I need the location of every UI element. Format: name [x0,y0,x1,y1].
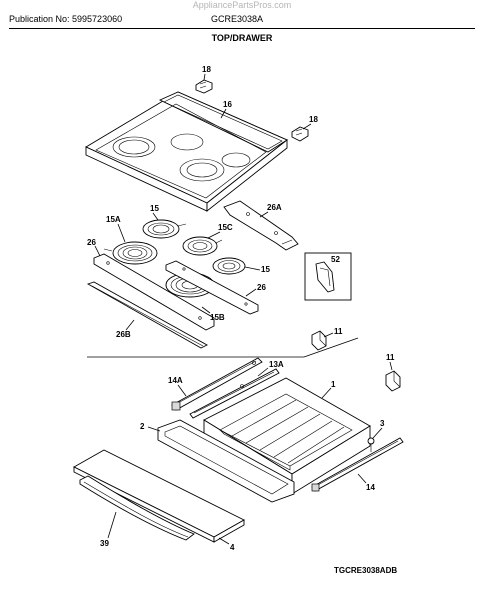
callout-16: 16 [223,100,232,109]
part-39-handle[interactable] [79,475,195,541]
publication-number: Publication No: 5995723060 [9,14,123,24]
callout-15-right: 15 [261,265,270,274]
leader-14 [357,473,367,484]
leader-3 [372,427,383,439]
callout-2: 2 [140,422,145,431]
part-16-cooktop[interactable] [85,91,288,212]
part-18-clip-top[interactable] [195,79,213,94]
callout-14a: 14A [168,376,183,385]
leader-18-top [203,73,206,81]
part-18-clip-right[interactable] [291,126,309,142]
callout-3: 3 [380,419,385,428]
leader-11-upper [323,332,334,338]
callout-26-left: 26 [87,238,96,247]
part-15a-element[interactable] [103,241,158,265]
callout-4: 4 [230,543,235,552]
callout-13a: 13A [269,360,284,369]
callout-15a: 15A [106,215,121,224]
part-15-element-top[interactable] [142,219,187,239]
callout-26b: 26B [116,330,131,339]
part-11-bracket-upper[interactable] [311,330,327,351]
leader-15c [207,231,221,239]
part-14a-slide[interactable] [171,357,263,411]
leader-4 [218,537,230,545]
part-15-element-right[interactable] [212,257,246,275]
leader-18-right [302,123,312,130]
part-14-slide[interactable] [311,437,404,492]
part-52-inset[interactable] [304,252,352,301]
leader-2 [147,426,161,432]
header-divider [9,28,475,29]
callout-26-right: 26 [257,283,266,292]
part-26b-strip[interactable] [86,281,208,349]
leader-11-right [389,361,393,371]
callout-14: 14 [366,483,375,492]
part-26a-bracket[interactable] [223,200,299,251]
callout-1: 1 [331,380,336,389]
leader-15b [201,306,211,314]
leader-26b [125,319,135,331]
section-divider-right [303,337,359,358]
leader-14a [177,384,187,397]
callout-15b: 15B [210,313,225,322]
leader-16 [220,108,227,119]
callout-11-upper: 11 [334,327,343,336]
leader-1 [321,387,332,399]
model-number: GCRE3038A [211,14,264,24]
leader-26a [259,211,269,218]
part-15c-element[interactable] [182,236,223,256]
part-3-glide[interactable] [367,437,375,452]
part-11-bracket-right[interactable] [385,370,401,392]
leader-13a [257,367,269,377]
leader-26-left [94,245,101,257]
part-26-brace-right[interactable] [165,260,259,315]
part-26-brace-left[interactable] [93,253,215,331]
callout-11-right: 11 [386,353,395,362]
leader-15-top [152,212,159,221]
callout-18-top: 18 [202,65,211,74]
diagram-code: TGCRE3038ADB [334,566,398,575]
leader-26-right [245,288,257,297]
callout-26a: 26A [267,203,282,212]
callout-52: 52 [331,255,340,264]
watermark: AppliancePartsPros.com [192,0,292,10]
leader-39 [107,511,117,539]
callout-18-right: 18 [309,115,318,124]
part-2-drawer-frame[interactable] [157,419,295,503]
callout-39: 39 [100,539,109,548]
callout-15c: 15C [218,223,233,232]
diagram-title: TOP/DRAWER [211,33,273,43]
callout-15-top: 15 [150,204,159,213]
part-4-drawer-front[interactable] [73,449,245,543]
part-13a-slide[interactable] [189,368,280,419]
leader-15a [117,223,126,243]
leader-15-right [244,266,261,271]
